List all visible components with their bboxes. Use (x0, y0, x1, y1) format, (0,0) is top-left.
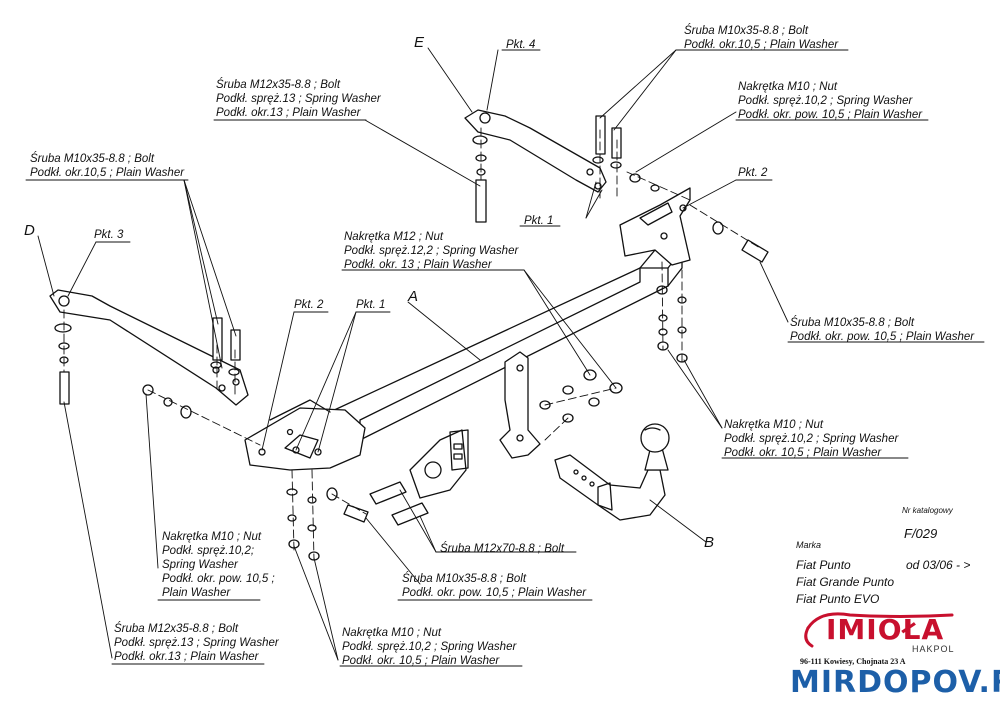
callout-line: Podkł. okr. pow. 10,5 ; Plain Washer (790, 331, 975, 343)
callout-line: Podkł. spręż.10,2; (162, 545, 255, 557)
callout-nut-left-low: Nakrętka M10 ; Nut Podkł. spręż.10,2; Sp… (162, 530, 275, 600)
catalog-number: F/029 (904, 526, 938, 541)
callout-bolt-top: Śruba M10x35-8.8 ; Bolt Podkł. okr.10,5 … (684, 24, 838, 52)
callout-line: Śruba M12x35-8.8 ; Bolt (216, 79, 341, 91)
callout-line: Podkł. okr. pow. 10,5 ; Plain Washer (738, 109, 923, 121)
catalog-label: Nr katalogowy (902, 506, 953, 515)
callout-line: Podkł. okr. 10,5 ; Plain Washer (724, 447, 882, 459)
pkt3-label: Pkt. 3 (94, 229, 124, 241)
callout-line: Podkł. okr. 10,5 ; Plain Washer (342, 655, 500, 667)
callout-bolt-m12-top: Śruba M12x35-8.8 ; Bolt Podkł. spręż.13 … (216, 78, 381, 120)
callout-line: Podkł. okr.10,5 ; Plain Washer (684, 39, 839, 51)
callout-line: Śruba M10x35-8.8 ; Bolt (790, 317, 915, 329)
left-arm-d (49, 289, 249, 406)
callout-line: Podkł. okr. pow. 10,5 ; (162, 573, 275, 585)
callout-line: Podkł. spręż.12,2 ; Spring Washer (344, 245, 519, 257)
callout-line: Śruba M10x35-8.8 ; Bolt (684, 25, 809, 37)
callout-line: Podkł. okr. 13 ; Plain Washer (344, 259, 492, 271)
logo-swoosh (804, 612, 954, 648)
callout-nut-m12: Nakrętka M12 ; Nut Podkł. spręż.12,2 ; S… (344, 230, 518, 272)
callout-line: Spring Washer (162, 559, 238, 571)
callout-line: Podkł. spręż.13 ; Spring Washer (114, 637, 279, 649)
company-logo: IMIOŁA (826, 613, 945, 646)
callout-line: Podkł. okr. pow. 10,5 ; Plain Washer (402, 587, 587, 599)
callout-line: Śruba M12x35-8.8 ; Bolt (114, 623, 239, 635)
part-a-label: A (408, 288, 419, 305)
leader-lines (37, 47, 789, 661)
pkt2-left-label: Pkt. 2 (294, 299, 324, 311)
part-d-label: D (24, 222, 35, 239)
callout-line: Nakrętka M10 ; Nut (162, 531, 262, 543)
callout-line: Śruba M10x35-8.8 ; Bolt (402, 573, 527, 585)
cross-beam (329, 249, 683, 441)
callout-line: Podkł. okr.10,5 ; Plain Washer (30, 167, 185, 179)
callout-line: Podkł. okr.13 ; Plain Washer (216, 107, 361, 119)
callout-line: Nakrętka M10 ; Nut (738, 81, 838, 93)
assembly-lines (63, 127, 761, 561)
pkt1-left-label: Pkt. 1 (356, 299, 386, 311)
model-3: Fiat Punto EVO (796, 592, 880, 606)
callout-bolt-m12x70: Śruba M12x70-8.8 ; Bolt (440, 543, 565, 555)
company-address: 96-111 Kowiesy, Chojnata 23 A (800, 657, 906, 666)
right-bracket (619, 187, 691, 266)
watermark: MIRDOPOV.RU (790, 665, 1000, 700)
callout-line: Nakrętka M12 ; Nut (344, 231, 444, 243)
bolts (59, 115, 769, 526)
part-b-label: B (704, 534, 715, 551)
callout-line: Podkł. okr.13 ; Plain Washer (114, 651, 259, 663)
date-range: od 03/06 - > (906, 558, 971, 572)
model-1: Fiat Punto (796, 558, 851, 572)
model-2: Fiat Grande Punto (796, 575, 895, 589)
callout-nut-top: Nakrętka M10 ; Nut Podkł. spręż.10,2 ; S… (738, 80, 922, 122)
callout-line: Podkł. spręż.10,2 ; Spring Washer (738, 95, 913, 107)
pkt1-top-label: Pkt. 1 (524, 215, 554, 227)
callout-line: Nakrętka M10 ; Nut (342, 627, 442, 639)
socket-plate (409, 351, 541, 499)
pkt2-right-label: Pkt. 2 (738, 167, 768, 179)
logo-subtitle: HAKPOL (912, 644, 955, 654)
callout-line: Plain Washer (162, 587, 231, 599)
callout-bolt-m12-low: Śruba M12x35-8.8 ; Bolt Podkł. spręż.13 … (114, 622, 279, 664)
brand-label: Marka (796, 540, 822, 550)
callout-nut-right: Nakrętka M10 ; Nut Podkł. spręż.10,2 ; S… (724, 418, 898, 460)
tow-ball-b (554, 423, 670, 521)
callout-line: Podkł. spręż.13 ; Spring Washer (216, 93, 381, 105)
callout-bolt-right: Śruba M10x35-8.8 ; Bolt Podkł. okr. pow.… (790, 316, 974, 344)
callout-line: Podkł. spręż.10,2 ; Spring Washer (724, 433, 899, 445)
callout-bolt-left: Śruba M10x35-8.8 ; Bolt Podkł. okr.10,5 … (30, 152, 184, 180)
callout-line: Śruba M10x35-8.8 ; Bolt (30, 153, 155, 165)
callout-nut-bottom: Nakrętka M10 ; Nut Podkł. spręż.10,2 ; S… (342, 626, 516, 668)
callout-line: Podkł. spręż.10,2 ; Spring Washer (342, 641, 517, 653)
pkt4-label: Pkt. 4 (506, 39, 536, 51)
callout-line: Nakrętka M10 ; Nut (724, 419, 824, 431)
label-underlines (25, 49, 985, 667)
part-e-label: E (414, 34, 425, 51)
callout-bolt-mid-low: Śruba M10x35-8.8 ; Bolt Podkł. okr. pow.… (402, 572, 586, 600)
